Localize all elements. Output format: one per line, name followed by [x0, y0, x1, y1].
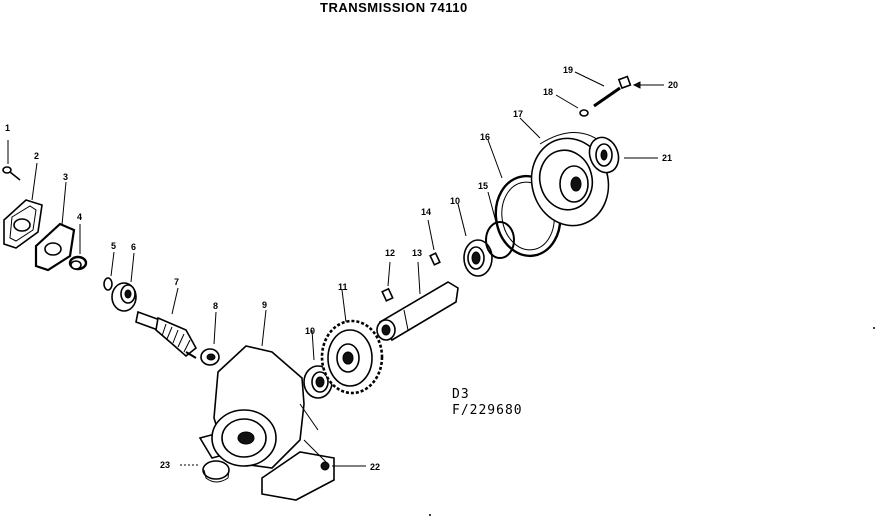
- part-21-bearing: [588, 136, 658, 174]
- callout-16: 16: [480, 132, 490, 142]
- part-19-bolt: [574, 71, 621, 108]
- callout-14: 14: [421, 207, 431, 217]
- callout-labels: 1 2 3 4 5 6 7 8 9 10 10 11 12 13 14 15 1…: [5, 65, 678, 472]
- part-2-cover-plate: [3, 162, 43, 249]
- callout-9: 9: [262, 300, 267, 310]
- part-7-worm-shaft: [135, 287, 198, 359]
- part-1-screw: [2, 140, 21, 181]
- part-23-plug: [180, 460, 230, 483]
- callout-21: 21: [662, 153, 672, 163]
- part-20-nut: [617, 75, 664, 90]
- callout-12: 12: [385, 248, 395, 258]
- callout-17: 17: [513, 109, 523, 119]
- callout-10-lower: 10: [305, 326, 315, 336]
- part-6-bearing: [111, 252, 137, 312]
- part-3-gasket: [34, 181, 76, 272]
- part-14-key: [427, 219, 441, 266]
- part-12-key: [381, 261, 394, 302]
- part-5-key: [103, 251, 115, 291]
- callout-11: 11: [338, 282, 348, 292]
- callout-7: 7: [174, 277, 179, 287]
- callout-5: 5: [111, 241, 116, 251]
- part-8-bushing: [200, 311, 220, 366]
- part-18-washer: [555, 94, 589, 117]
- callout-3: 3: [63, 172, 68, 182]
- callout-19: 19: [563, 65, 573, 75]
- callout-20: 20: [668, 80, 678, 90]
- diagram-code-line2: F/229680: [452, 403, 523, 418]
- part-22-nut: [320, 461, 366, 471]
- part-11-worm-gear: [320, 289, 384, 395]
- callout-10-upper: 10: [450, 196, 460, 206]
- part-4-spring-ring: [68, 224, 88, 271]
- speck-mark: [873, 327, 875, 329]
- callout-23: 23: [160, 460, 170, 470]
- part-13-output-shaft: [376, 261, 459, 342]
- callout-6: 6: [131, 242, 136, 252]
- part-15-o-ring: [485, 191, 515, 259]
- callout-18: 18: [543, 87, 553, 97]
- callout-1: 1: [5, 123, 10, 133]
- callout-2: 2: [34, 151, 39, 161]
- callout-15: 15: [478, 181, 488, 191]
- diagram-code-line1: D3: [452, 387, 470, 402]
- callout-13: 13: [412, 248, 422, 258]
- callout-22: 22: [370, 462, 380, 472]
- callout-4: 4: [77, 212, 82, 222]
- part-17-end-cover: [519, 117, 610, 227]
- diagram-title: TRANSMISSION 74110: [320, 0, 468, 15]
- part-10-bearing-upper: [457, 203, 493, 277]
- part-9-gear-housing: [198, 309, 335, 501]
- callout-8: 8: [213, 301, 218, 311]
